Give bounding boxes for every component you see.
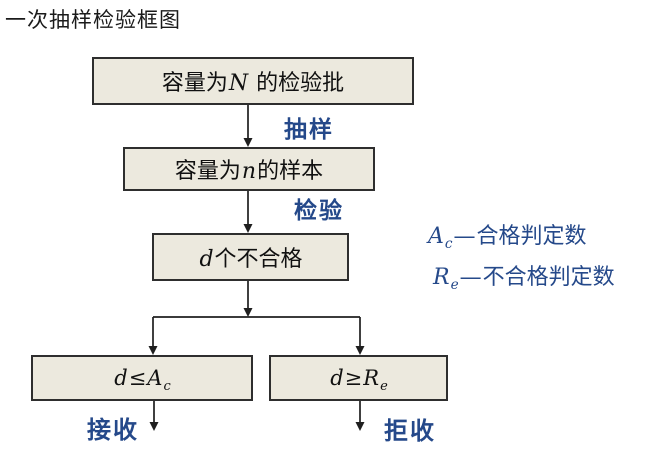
- flow-box-accept-text: d≤Ac: [114, 366, 171, 394]
- arrowhead-sample-to-defects: [243, 224, 253, 233]
- flow-box-defects-text: d个不合格: [199, 247, 303, 272]
- edge-label-inspection: 检验: [294, 197, 344, 224]
- outcome-label-reject: 拒收: [384, 416, 436, 445]
- arrowhead-branch-right: [355, 346, 365, 355]
- flow-box-sample-text: 容量为n的样本: [174, 159, 324, 184]
- flow-box-lot-text: 容量为N 的检验批: [161, 71, 345, 96]
- flow-box-lot: 容量为N 的检验批: [92, 57, 414, 105]
- flow-box-sample: 容量为n的样本: [123, 147, 375, 191]
- flow-box-reject-text: d≥Re: [330, 366, 388, 394]
- arrowhead-branch-left: [148, 346, 158, 355]
- flow-box-defects: d个不合格: [152, 233, 349, 281]
- edge-label-sampling: 抽样: [284, 116, 334, 143]
- flow-box-reject-condition: d≥Re: [269, 355, 448, 401]
- arrowhead-lot-to-sample: [243, 138, 253, 147]
- arrowhead-reject-out: [355, 422, 365, 431]
- legend-acceptance-number: Ac—合格判定数: [428, 224, 587, 252]
- legend-rejection-number: Re—不合格判定数: [433, 265, 615, 293]
- arrowhead-accept-out: [149, 422, 159, 431]
- arrowhead-defects-to-branch: [243, 308, 253, 317]
- outcome-label-accept: 接收: [87, 415, 139, 444]
- flow-box-accept-condition: d≤Ac: [31, 355, 253, 401]
- page-title: 一次抽样检验框图: [5, 8, 181, 32]
